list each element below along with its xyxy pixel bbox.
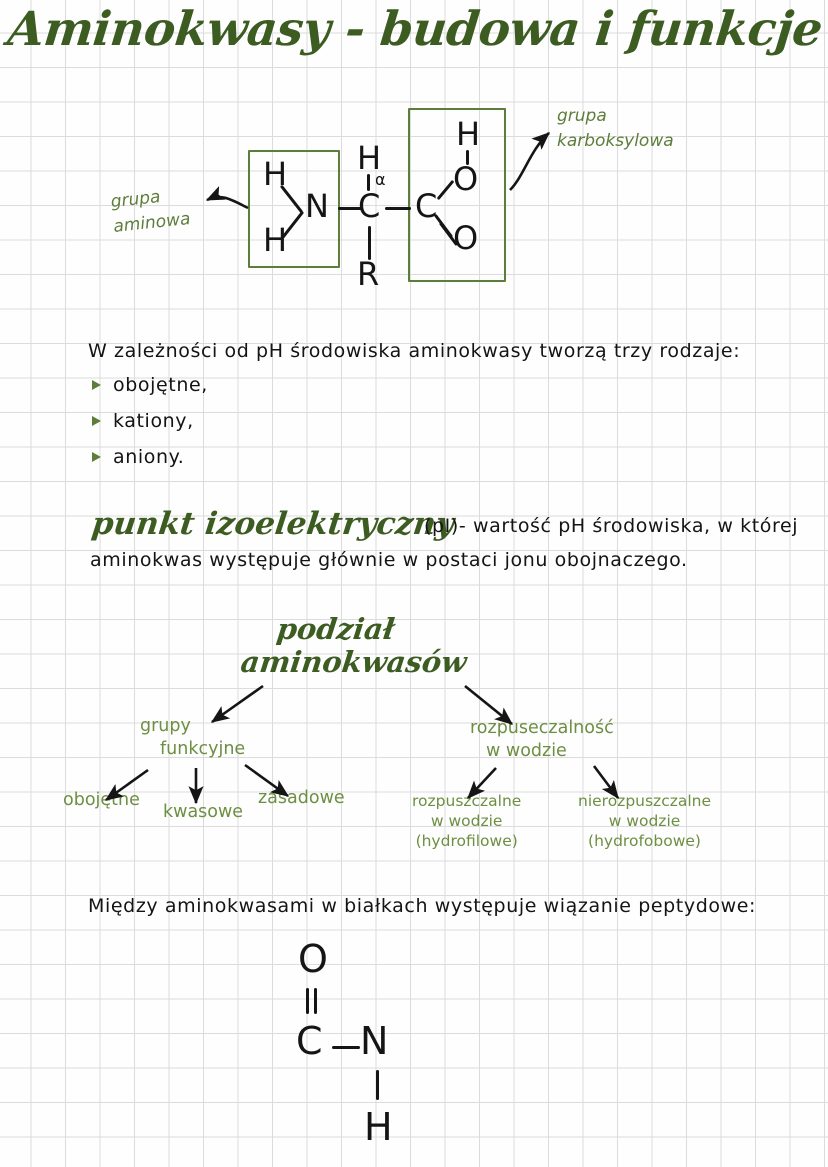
- list-item-label: obojętne,: [113, 374, 208, 396]
- carboxyl-carbon: C: [415, 187, 438, 225]
- hydroxyl-oxygen: O: [453, 160, 479, 198]
- bond-h-to-alpha-carbon: [367, 174, 370, 191]
- branch-title-line1: grupy: [140, 716, 191, 736]
- carboxyl-group-annotation-line2: karboksylowa: [557, 130, 674, 151]
- peptide-bond-c-to-n: [332, 1046, 360, 1049]
- amino-h-top: H: [263, 155, 288, 193]
- leaf-hydrophobic-line1: nierozpuszczalne: [578, 792, 712, 810]
- leaf-hydrophobic-line2: w wodzie: [608, 812, 681, 831]
- peptide-double-bond-line-1: [306, 988, 309, 1014]
- ph-intro-text: W zależności od pH środowiska aminokwasy…: [88, 340, 741, 362]
- branch-title-line2: funkcyjne: [160, 738, 246, 759]
- bullet-icon: [92, 416, 101, 426]
- peptide-oxygen: O: [298, 937, 328, 981]
- leaf-basic: zasadowe: [258, 787, 345, 810]
- bond-alpha-carbon-to-r: [368, 226, 371, 260]
- list-item: aniony.: [92, 446, 184, 468]
- leaf-acidic: kwasowe: [163, 801, 243, 824]
- leaf-neutral: obojętne: [63, 789, 140, 812]
- leaf-hydrophobic-line3: (hydrofobowe): [588, 832, 701, 851]
- leaf-hydrophobic: nierozpuszczalne w wodzie (hydrofobowe): [578, 791, 711, 851]
- bullet-icon: [92, 380, 101, 390]
- carboxyl-h: H: [456, 115, 481, 153]
- amino-h-bottom: H: [263, 221, 288, 259]
- peptide-bond-intro: Między aminokwasami w białkach występuje…: [88, 895, 757, 917]
- peptide-hydrogen: H: [364, 1105, 393, 1149]
- branch-solubility-title: rozpuseczalność w wodzie: [470, 717, 614, 763]
- classification-heading-line2: aminokwasów: [238, 645, 469, 679]
- leaf-hydrophilic-line1: rozpuszczalne: [412, 792, 522, 810]
- classification-heading-line1: podział: [274, 612, 397, 646]
- bond-n-to-alpha-carbon: [338, 207, 362, 210]
- peptide-carbon: C: [296, 1019, 323, 1063]
- list-item: obojętne,: [92, 374, 208, 396]
- list-item-label: kationy,: [113, 410, 194, 432]
- bond-alpha-carbon-to-carboxyl-carbon: [385, 207, 411, 210]
- r-group: R: [357, 255, 380, 293]
- isoelectric-point-heading: punkt izoelektryczny: [89, 506, 457, 542]
- carbonyl-oxygen: O: [453, 219, 479, 257]
- carboxyl-group-annotation-line1: grupa: [557, 106, 607, 126]
- alpha-carbon: C: [358, 187, 381, 225]
- list-item-label: aniony.: [113, 446, 185, 468]
- alpha-carbon-h: H: [357, 139, 382, 177]
- peptide-bond-n-to-h: [376, 1070, 379, 1100]
- amino-group-annotation: grupa aminowa: [110, 182, 192, 239]
- leaf-hydrophilic-line3: (hydrofilowe): [415, 832, 518, 851]
- peptide-nitrogen: N: [360, 1019, 389, 1063]
- nitrogen-atom: N: [305, 187, 329, 225]
- peptide-double-bond-line-2: [314, 988, 317, 1014]
- isoelectric-definition-line1: (pI)- wartość pH środowiska, w której: [424, 515, 799, 537]
- alpha-label: α: [375, 170, 386, 189]
- branch-functional-groups-title: grupy funkcyjne: [140, 715, 245, 761]
- branch-solubility-line2: w wodzie: [486, 740, 567, 761]
- branch-solubility-line1: rozpuseczalność: [470, 718, 614, 738]
- bullet-icon: [92, 452, 101, 462]
- bond-h-to-hydroxyl-o: [466, 150, 469, 165]
- peptide-bond-diagram: O C N H: [0, 930, 828, 1160]
- carboxyl-group-annotation: grupa karboksylowa: [557, 104, 674, 153]
- amino-acid-structure-diagram: H N H H α C R H O C O grupa: [0, 0, 828, 320]
- isoelectric-definition-line2: aminokwas występuje głównie w postaci jo…: [90, 549, 688, 571]
- leaf-basic-line1: zasadowe: [258, 788, 345, 808]
- list-item: kationy,: [92, 410, 194, 432]
- leaf-hydrophilic-line2: w wodzie: [430, 812, 503, 831]
- leaf-acidic-line1: kwasowe: [163, 802, 244, 822]
- leaf-hydrophilic: rozpuszczalne w wodzie (hydrofilowe): [412, 791, 521, 851]
- leaf-neutral-line1: obojętne: [63, 790, 140, 810]
- carboxyl-group-box: [408, 108, 506, 282]
